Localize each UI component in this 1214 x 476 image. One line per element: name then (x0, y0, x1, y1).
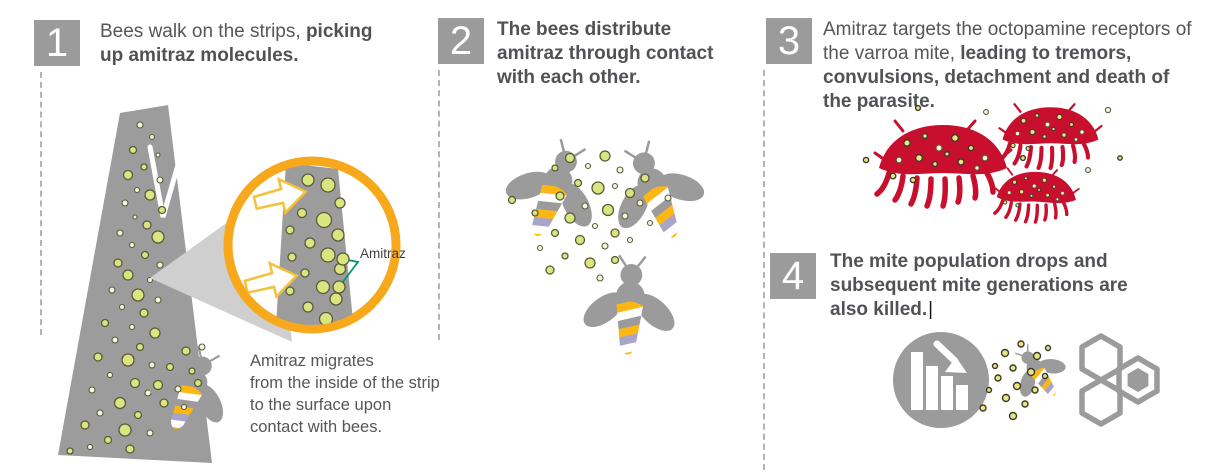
step-2-text-bold: The bees distribute amitraz through cont… (497, 19, 714, 88)
step-1-text: Bees walk on the strips, picking up amit… (100, 20, 395, 68)
step-3-text-bold: leading to tremors, convulsions, detachm… (823, 43, 1170, 112)
text-cursor: | (928, 299, 934, 320)
mite-icon (875, 121, 1011, 206)
strip-magnifier-illustration: Amitraz (58, 105, 406, 463)
step-2-number-badge: 2 (438, 18, 484, 64)
step-3-text: Amitraz targets the octopamine receptors… (823, 18, 1197, 114)
section-divider-2 (438, 70, 440, 340)
step-4-text: The mite population drops and subsequent… (830, 250, 1170, 322)
declining-chart-icon (893, 332, 989, 428)
step-1-text-regular: Bees walk on the strips, (100, 21, 306, 42)
strip-notch-mark (147, 134, 189, 218)
step-3-number-badge: 3 (766, 18, 812, 64)
stray-molecule-dots (862, 104, 1123, 173)
section-divider-1 (40, 72, 42, 335)
capped-cell (1127, 368, 1149, 392)
bee-icon (589, 126, 728, 270)
molecule-cloud-dots (507, 150, 672, 282)
step-1-number-badge: 1 (34, 20, 80, 66)
amitraz-strip-icon (58, 105, 212, 463)
migration-arrow-icons (243, 177, 308, 300)
step-4-number-badge: 4 (770, 253, 816, 299)
mites-illustration (862, 100, 1123, 226)
molecule-dots-near-bee (152, 343, 206, 411)
magnifier-icon: Amitraz (150, 156, 406, 342)
molecule-dots-on-bee (979, 340, 1052, 421)
step-2-text: The bees distribute amitraz through cont… (497, 18, 739, 90)
bee-icon (575, 253, 684, 372)
amitraz-molecule-label: Amitraz (360, 246, 406, 261)
molecule-dots (66, 121, 167, 455)
step-3-text-regular: Amitraz targets the octopamine receptors… (823, 19, 1192, 64)
bees-contact-illustration (460, 128, 740, 376)
bee-icon (997, 331, 1084, 419)
honeycomb-icon (1079, 333, 1160, 427)
population-drop-illustration (893, 328, 1160, 428)
down-right-arrow-icon (933, 340, 967, 373)
step-4-text-bold: The mite population drops and subsequent… (830, 251, 1128, 320)
step-1-text-bold: picking up amitraz molecules. (100, 21, 373, 66)
mite-icon (1000, 104, 1102, 168)
strip-caption: Amitraz migrates from the inside of the … (250, 352, 440, 436)
mite-icon (991, 166, 1081, 226)
section-divider-3 (763, 70, 765, 470)
bee-icon (483, 125, 622, 269)
